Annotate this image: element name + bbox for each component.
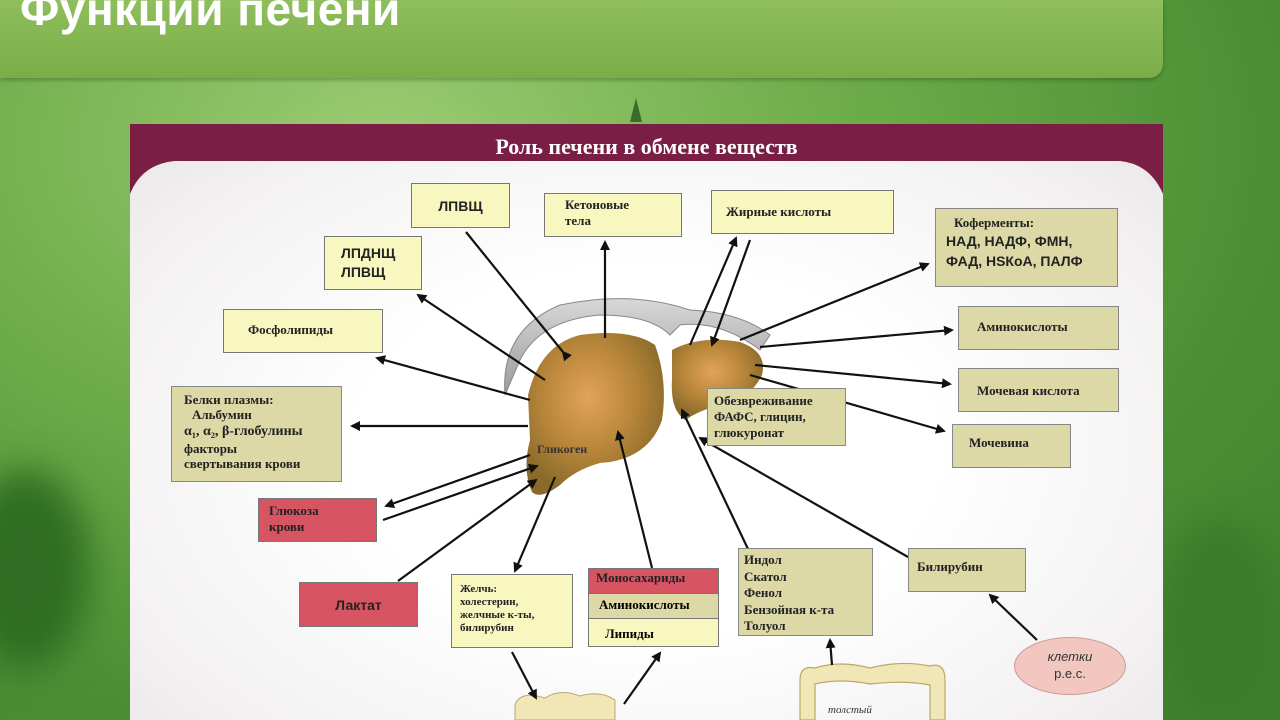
arrow-urea <box>749 373 946 434</box>
box-bile: Желчь: холестерин, желчные к-ты, билируб… <box>451 574 573 648</box>
arrow-monosaccharides <box>615 430 654 569</box>
box-uric-acid: Мочевая кислота <box>958 368 1119 412</box>
arrows <box>350 231 1038 705</box>
label-bile-4: билирубин <box>460 622 514 634</box>
box-phospholipids: Фосфолипиды <box>223 309 383 353</box>
title-arch <box>130 124 1163 194</box>
arrow-coenzymes <box>739 262 930 342</box>
arrow-indole <box>680 408 749 550</box>
label-detox-1: Обезвреживание <box>714 393 813 408</box>
label-coenzymes-3: ФАД, HSКоА, ПАЛФ <box>946 253 1083 269</box>
label-factors: факторы <box>184 441 238 456</box>
box-ketone-bodies: Кетоновые тела <box>544 193 682 237</box>
colon-label: толстый <box>828 704 872 716</box>
label-fatty-acids: Жирные кислоты <box>726 204 832 219</box>
arrow-lactate <box>397 478 538 582</box>
slide-header: Функции печени <box>0 0 1163 78</box>
label-bilirubin: Билирубин <box>917 559 983 574</box>
label-ketone-1: Кетоновые <box>565 197 630 212</box>
box-detoxification: Обезвреживание ФАФС, глицин, глюкуронат <box>707 388 846 446</box>
box-amino-acids-right: Аминокислоты <box>958 306 1119 350</box>
box-blood-glucose: Глюкоза крови <box>258 498 377 542</box>
label-globulins: α₁, α₂, β-глобулины <box>184 424 303 439</box>
row-amino-acids-bottom: Аминокислоты <box>589 593 718 618</box>
large-intestine <box>799 662 946 720</box>
arrow-bile-intestine <box>511 651 537 700</box>
label-albumin: Альбумин <box>192 407 252 422</box>
label-glucose-1: Глюкоза <box>269 503 319 518</box>
arrow-bilirubin <box>698 437 909 558</box>
label-bile-title: Желчь: <box>460 583 498 595</box>
arrow-fatty-in <box>710 239 752 347</box>
label-lipids: Липиды <box>605 626 654 641</box>
label-phenol: Фенол <box>744 585 783 600</box>
small-intestine <box>514 692 616 720</box>
label-bile-3: желчные к-ты, <box>460 609 535 621</box>
label-coagulation: свертывания крови <box>184 456 301 471</box>
arrow-glucose-in <box>382 463 539 522</box>
label-lpvsch-2: ЛПВЩ <box>341 264 386 280</box>
label-ketone-2: тела <box>565 213 591 228</box>
liver-left-lobe <box>526 332 664 495</box>
label-skatole: Скатол <box>744 568 787 584</box>
label-coenzymes-2: НАД, НАДФ, ФМН, <box>946 233 1073 249</box>
arrow-colon <box>825 638 836 666</box>
label-uric-acid: Мочевая кислота <box>977 383 1080 398</box>
box-coenzymes: Коферменты: НАД, НАДФ, ФМН, ФАД, HSКоА, … <box>935 208 1118 287</box>
label-detox-3: глюкуронат <box>714 425 785 440</box>
label-bile-2: холестерин, <box>460 596 519 608</box>
label-amino-acids-right: Аминокислоты <box>977 319 1068 334</box>
arrow-res-cells <box>988 593 1038 641</box>
arrow-glucose-out <box>384 453 531 509</box>
slide-title: Функции печени <box>20 0 401 35</box>
box-urea: Мочевина <box>952 424 1071 468</box>
arrow-uric <box>754 363 952 389</box>
box-fatty-acids: Жирные кислоты <box>711 190 894 234</box>
arrow-lpvsch <box>465 231 572 362</box>
arrow-amino-right <box>759 325 954 349</box>
label-phospholipids: Фосфолипиды <box>248 322 334 337</box>
label-monosaccharides: Моносахариды <box>596 570 686 585</box>
background-blob <box>1160 520 1280 720</box>
label-lactate: Лактат <box>335 596 382 613</box>
arrow-intestine-nutrients <box>623 651 662 705</box>
box-lactate: Лактат <box>299 582 418 627</box>
box-absorbed-nutrients: Моносахариды Аминокислоты Липиды <box>588 568 719 647</box>
label-benzoic-acid: Бензойная к-та <box>744 601 835 617</box>
label-lpdnsch: ЛПДНЩ <box>341 245 396 261</box>
liver-right-lobe <box>671 339 764 420</box>
arrow-fatty-out <box>688 236 738 346</box>
liver-illustration <box>504 298 771 495</box>
box-lpvsch: ЛПВЩ <box>411 183 510 228</box>
label-amino-acids-bottom: Аминокислоты <box>599 597 690 612</box>
box-bilirubin: Билирубин <box>908 548 1026 592</box>
arrow-phospholipids <box>375 355 531 402</box>
box-lpdnsch: ЛПДНЩ ЛПВЩ <box>324 236 422 290</box>
label-plasma-title: Белки плазмы: <box>184 392 274 407</box>
arrow-bile <box>513 476 557 573</box>
label-indole: Индол <box>744 552 782 567</box>
glycogen-label: Гликоген <box>537 442 588 456</box>
row-lipids: Липиды <box>589 618 718 646</box>
box-toxic-compounds: Индол Скатол Фенол Бензойная к-та Толуол <box>738 548 873 636</box>
label-detox-2: ФАФС, глицин, <box>714 409 806 424</box>
res-cells-ellipse: клетки р.е.с. <box>1014 637 1126 695</box>
label-toluene: Толуол <box>744 618 786 633</box>
label-glucose-2: крови <box>269 519 305 534</box>
row-monosaccharides: Моносахариды <box>589 569 718 593</box>
box-plasma-proteins: Белки плазмы: Альбумин α₁, α₂, β-глобули… <box>171 386 342 482</box>
label-urea: Мочевина <box>969 435 1029 450</box>
label-res-cells-2: р.е.с. <box>1054 666 1086 681</box>
arrow-lpdnsch <box>416 293 546 381</box>
panel-title: Роль печени в обмене веществ <box>495 134 798 159</box>
liver-capsule <box>504 298 771 396</box>
label-res-cells-1: клетки <box>1047 649 1093 664</box>
label-lpvsch: ЛПВЩ <box>438 197 483 214</box>
label-coenzymes-title: Коферменты: <box>954 215 1035 230</box>
